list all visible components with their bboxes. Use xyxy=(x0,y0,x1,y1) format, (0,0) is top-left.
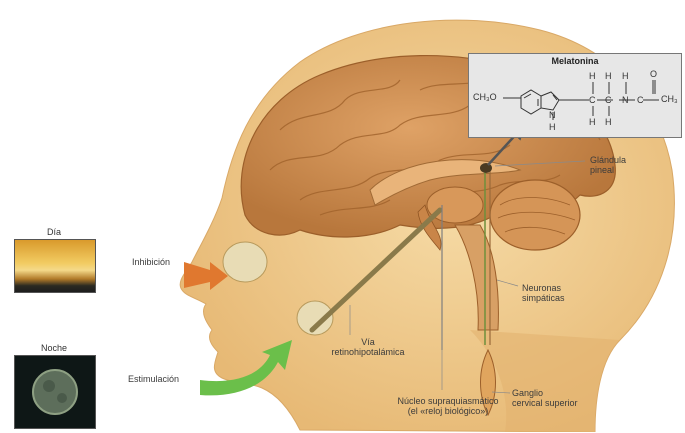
pineal-gland xyxy=(480,163,492,173)
melatonin-terminal: CH₃ xyxy=(661,94,678,104)
svg-text:C: C xyxy=(589,95,596,105)
moon-image xyxy=(15,356,95,428)
melatonin-methoxy: CH₃O xyxy=(473,92,497,102)
ganglion-label: Ganglio cervical superior xyxy=(512,388,578,408)
svg-text:H: H xyxy=(605,117,612,127)
svg-text:C: C xyxy=(605,95,612,105)
neurons-label-line1: Neuronas xyxy=(522,283,565,293)
stimulation-label: Estimulación xyxy=(128,374,179,384)
pathway-label-line2: retinohipotalámica xyxy=(313,347,423,357)
cerebellum xyxy=(490,180,580,250)
upper-eye xyxy=(223,242,267,282)
svg-text:H: H xyxy=(589,71,596,81)
svg-text:C: C xyxy=(637,95,644,105)
svg-text:H: H xyxy=(622,71,629,81)
ganglion-label-line1: Ganglio xyxy=(512,388,578,398)
night-photo xyxy=(14,355,96,429)
neurons-label-line2: simpáticas xyxy=(522,293,565,303)
day-caption: Día xyxy=(14,227,94,237)
nucleus-label: Núcleo supraquiasmático (el «reloj bioló… xyxy=(378,396,518,416)
svg-text:H: H xyxy=(549,122,556,132)
day-photo xyxy=(14,239,96,293)
nucleus-label-line1: Núcleo supraquiasmático xyxy=(378,396,518,406)
svg-text:H: H xyxy=(605,71,612,81)
neurons-label: Neuronas simpáticas xyxy=(522,283,565,303)
nucleus-label-line2: (el «reloj biológico») xyxy=(378,406,518,416)
svg-text:H: H xyxy=(589,117,596,127)
melatonin-structure-box: Melatonina xyxy=(468,53,682,138)
pathway-label-line1: Vía xyxy=(313,337,423,347)
pineal-label-line1: Glándula xyxy=(590,155,626,165)
ganglion-label-line2: cervical superior xyxy=(512,398,578,408)
inhibition-label: Inhibición xyxy=(132,257,170,267)
pineal-label-line2: pineal xyxy=(590,165,626,175)
pathway-label: Vía retinohipotalámica xyxy=(313,337,423,357)
night-caption: Noche xyxy=(14,343,94,353)
svg-text:O: O xyxy=(650,69,657,79)
svg-text:N: N xyxy=(622,95,629,105)
svg-text:N: N xyxy=(549,110,556,120)
pineal-label: Glándula pineal xyxy=(590,155,626,175)
